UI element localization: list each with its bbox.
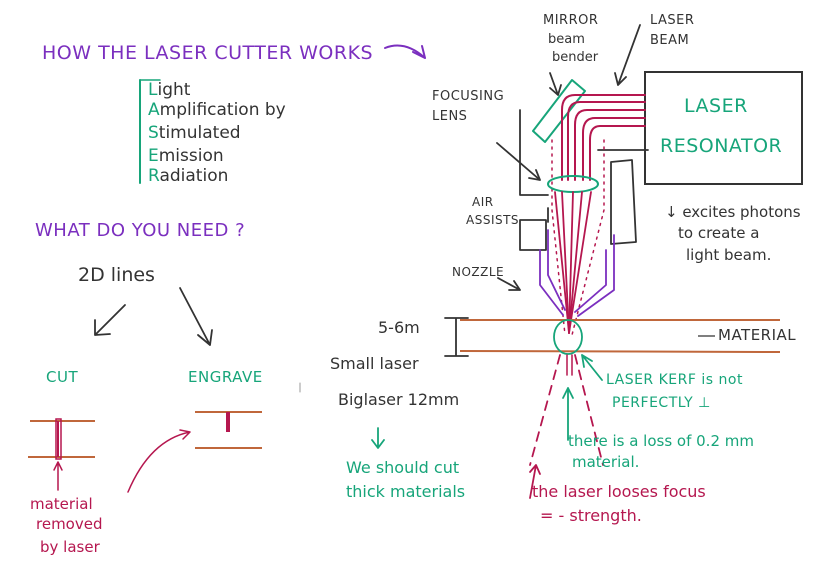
mirror-label-line: bender <box>552 50 599 65</box>
page-title: HOW THE LASER CUTTER WORKS <box>42 42 374 64</box>
focusing-lens-label-line: FOCUSING <box>432 89 505 104</box>
should-cut-note-line: thick materials <box>346 482 466 501</box>
arrow-to-cut-icon <box>94 304 126 336</box>
resonator-label-line: RESONATOR <box>660 135 783 157</box>
excites-note-line: light beam. <box>686 246 772 264</box>
lens-pointer-arrow-icon <box>496 142 541 181</box>
big-laser-note: Biglaser 12mm <box>338 390 460 409</box>
source-label: 2D lines <box>78 264 155 286</box>
focusing-lens <box>547 175 599 193</box>
should-cut-note-line: We should cut <box>346 458 460 477</box>
acronym-line: Stimulated <box>148 123 241 143</box>
nozzle-label: NOZZLE <box>452 265 505 279</box>
loss-note-line: there is a loss of 0.2 mm <box>568 432 754 450</box>
mirror-shape <box>532 79 586 143</box>
acronym-line: Amplification by <box>148 100 286 120</box>
kerf-ticks <box>566 354 573 376</box>
focus-note-line: the laser looses focus <box>532 482 706 501</box>
excites-note-line: to create a <box>678 224 760 242</box>
title-arrow-icon <box>384 44 426 59</box>
material-lines <box>459 319 781 355</box>
focus-arrow-icon <box>529 464 541 499</box>
focusing-lens-label-line: LENS <box>432 109 468 124</box>
laser-beam-label-line: BEAM <box>650 33 690 48</box>
thickness-bracket <box>444 317 469 357</box>
focus-note-line: = - strength. <box>540 506 642 525</box>
diverging-beam <box>529 354 604 466</box>
mirror-pointer-arrow-icon <box>549 72 562 96</box>
kerf-note-line: LASER KERF is not <box>606 372 743 388</box>
acronym-line: Radiation <box>148 166 229 186</box>
removed-note-line: removed <box>36 515 103 533</box>
cut-illustration <box>28 418 95 491</box>
mirror-label-line: MIRROR <box>543 13 599 28</box>
engrave-illustration <box>127 411 262 493</box>
resonator-label-line: LASER <box>684 95 748 117</box>
should-cut-arrow-icon <box>371 427 385 449</box>
excites-note-line: ↓ excites photons <box>665 203 801 221</box>
arrow-to-engrave-icon <box>179 287 213 346</box>
laser-resonator-box <box>644 71 803 185</box>
removed-note-line: by laser <box>40 538 100 556</box>
small-laser-note: Small laser <box>330 354 419 373</box>
beam-envelope-dots <box>551 139 605 336</box>
cut-label: CUT <box>46 368 79 386</box>
loss-note-line: material. <box>572 453 640 471</box>
acronym-line: Emission <box>148 146 224 166</box>
air-assist-label-line: ASSISTS <box>466 213 520 227</box>
kerf-note-line: PERFECTLY ⊥ <box>612 395 711 411</box>
acronym-line: Light <box>148 80 191 100</box>
nozzle <box>539 229 615 317</box>
thickness-note: 5-6m <box>378 318 420 337</box>
air-assist-label-line: AIR <box>472 195 494 209</box>
mirror-label-line: beam <box>548 32 585 47</box>
loss-arrow-icon <box>562 387 574 441</box>
removed-note-line: material <box>30 495 93 513</box>
material-label: MATERIAL <box>718 326 797 344</box>
kerf-arrow-icon <box>581 354 603 381</box>
nozzle-pointer-arrow-icon <box>497 277 521 291</box>
laser-beam-label-line: LASER <box>650 13 695 28</box>
beam-pointer-arrow-icon <box>614 24 641 86</box>
focused-beam <box>554 191 592 334</box>
engrave-label: ENGRAVE <box>188 368 263 386</box>
laser-beam <box>561 94 646 181</box>
machine-housing <box>519 109 649 251</box>
need-heading: WHAT DO YOU NEED ? <box>35 220 246 241</box>
